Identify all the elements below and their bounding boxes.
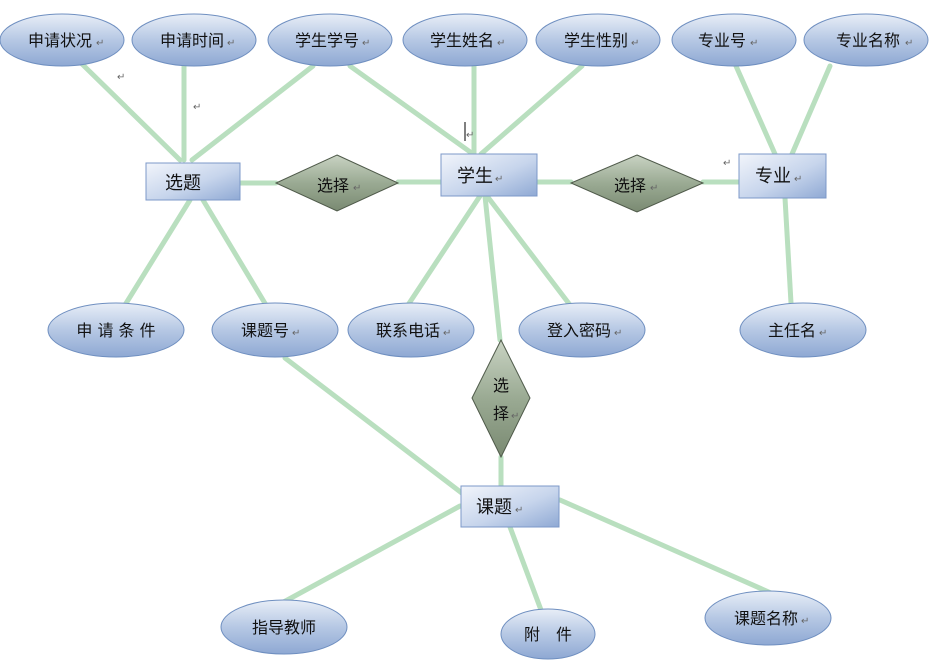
entity-xuanti: 选题 bbox=[145, 162, 241, 201]
edge-ketihao-keti bbox=[282, 355, 470, 500]
attribute-lianxi-dianhua: 联系电话 ↵ bbox=[347, 302, 475, 358]
entity-keti: 课题 ↵ bbox=[460, 485, 560, 528]
attribute-fujian: 附 件 bbox=[500, 608, 596, 660]
attribute-label: 专业号 bbox=[698, 31, 746, 50]
relationship-label: 选择 bbox=[317, 176, 349, 195]
attribute-label: 学生姓名 bbox=[430, 31, 494, 50]
paragraph-mark: ↵ bbox=[614, 328, 622, 339]
paragraph-mark: ↵ bbox=[353, 183, 361, 194]
paragraph-mark: ↵ bbox=[650, 183, 658, 194]
attribute-label: 学生学号 bbox=[295, 31, 359, 50]
entity-xuesheng: 学生 ↵ bbox=[440, 153, 538, 197]
paragraph-mark: ↵ bbox=[631, 38, 639, 49]
edge-xuanti-tiaojian bbox=[122, 197, 193, 308]
attribute-shenqing-shijian: 申请时间 ↵ bbox=[131, 13, 257, 67]
relationship-label-line2: 择 bbox=[493, 404, 509, 423]
attribute-zhuanye-hao: 专业号 ↵ bbox=[671, 13, 797, 67]
stray-paragraph-mark: ↵ bbox=[117, 72, 125, 83]
edge-keti-ketimingcheng bbox=[557, 497, 783, 600]
stray-paragraph-mark: ↵ bbox=[466, 130, 474, 141]
attribute-label: 附 件 bbox=[524, 625, 572, 644]
attribute-xuesheng-xuehao: 学生学号 ↵ bbox=[267, 13, 393, 67]
edge-keti-fujian bbox=[507, 524, 544, 613]
attribute-label: 登入密码 bbox=[547, 321, 611, 340]
stray-paragraph-mark: ↵ bbox=[193, 102, 201, 113]
attribute-label: 申请状况 bbox=[28, 31, 92, 50]
connector-lines bbox=[79, 61, 833, 613]
paragraph-mark: ↵ bbox=[96, 38, 104, 49]
paragraph-mark: ↵ bbox=[511, 411, 519, 422]
attribute-label: 学生性别 bbox=[564, 31, 628, 50]
entity-label: 选题 bbox=[165, 173, 201, 194]
attribute-label: 课题号 bbox=[241, 321, 289, 340]
attribute-label: 课题名称 bbox=[734, 609, 798, 628]
attribute-denglu-mima: 登入密码 ↵ bbox=[518, 302, 646, 358]
attribute-keti-mingcheng: 课题名称 ↵ bbox=[704, 590, 832, 646]
paragraph-mark: ↵ bbox=[819, 328, 827, 339]
edge-xuanti-ketihao bbox=[200, 197, 269, 308]
attribute-shenqing-zhuangkuang: 申请状况 ↵ bbox=[0, 13, 125, 67]
paragraph-mark: ↵ bbox=[292, 328, 300, 339]
stray-paragraph-mark: ↵ bbox=[723, 158, 731, 169]
entity-zhuanye: 专业 ↵ bbox=[738, 153, 827, 199]
edge-xuesheng-rel-vertical bbox=[482, 193, 503, 343]
paragraph-mark: ↵ bbox=[362, 38, 370, 49]
relationship-left: 选择 ↵ bbox=[274, 154, 400, 212]
edge-zhuanyemingcheng-zhuanye bbox=[789, 63, 833, 157]
attribute-zhidao-jiaoshi: 指导教师 bbox=[220, 599, 348, 655]
entity-label: 专业 bbox=[755, 166, 791, 187]
paragraph-mark: ↵ bbox=[227, 38, 235, 49]
edge-zhuanye-zhurenming bbox=[782, 195, 794, 306]
entity-label: 学生 bbox=[457, 166, 493, 187]
paragraph-mark: ↵ bbox=[801, 616, 809, 627]
attribute-label: 申请时间 bbox=[160, 31, 224, 50]
attribute-label: 联系电话 bbox=[376, 321, 440, 340]
paragraph-mark: ↵ bbox=[495, 174, 503, 185]
attribute-keti-hao: 课题号 ↵ bbox=[211, 302, 339, 358]
edge-xuesheng-mima bbox=[484, 193, 573, 308]
edge-xingbie-xuesheng bbox=[478, 63, 585, 157]
relationship-label: 选择 bbox=[614, 176, 646, 195]
attribute-xuesheng-xingbie: 学生性别 ↵ bbox=[535, 13, 661, 67]
attribute-zhurenming: 主任名 ↵ bbox=[739, 302, 867, 358]
edge-shenqingzhuangkuang-xuanti bbox=[79, 61, 183, 163]
paragraph-mark: ↵ bbox=[750, 38, 758, 49]
edge-zhuanyehao-zhuanye bbox=[733, 63, 778, 157]
edge-keti-zhidaojiaoshi bbox=[277, 503, 463, 607]
entity-label: 课题 bbox=[476, 497, 512, 518]
paragraph-mark: ↵ bbox=[497, 38, 505, 49]
relationship-vertical: 选 择 ↵ bbox=[471, 338, 531, 459]
attribute-label: 申 请 条 件 bbox=[76, 321, 155, 340]
edge-xuehao-xuanti bbox=[189, 63, 316, 163]
relationship-right: 选择 ↵ bbox=[569, 154, 705, 213]
relationship-label-line1: 选 bbox=[493, 376, 509, 395]
paragraph-mark: ↵ bbox=[905, 38, 913, 49]
attribute-label: 指导教师 bbox=[252, 618, 316, 637]
attribute-zhuanye-mingcheng: 专业名称 ↵ bbox=[803, 13, 929, 67]
attribute-xuesheng-xingming: 学生姓名 ↵ bbox=[402, 13, 528, 67]
attribute-label: 专业名称 bbox=[836, 31, 900, 50]
paragraph-mark: ↵ bbox=[515, 505, 523, 516]
attribute-shenqing-tiaojian: 申 请 条 件 bbox=[47, 302, 185, 358]
attribute-label: 主任名 bbox=[768, 321, 816, 340]
paragraph-mark: ↵ bbox=[443, 328, 451, 339]
edge-xuehao-xuesheng bbox=[347, 63, 476, 157]
paragraph-mark: ↵ bbox=[794, 174, 802, 185]
edge-xuesheng-dianhua bbox=[405, 193, 483, 308]
